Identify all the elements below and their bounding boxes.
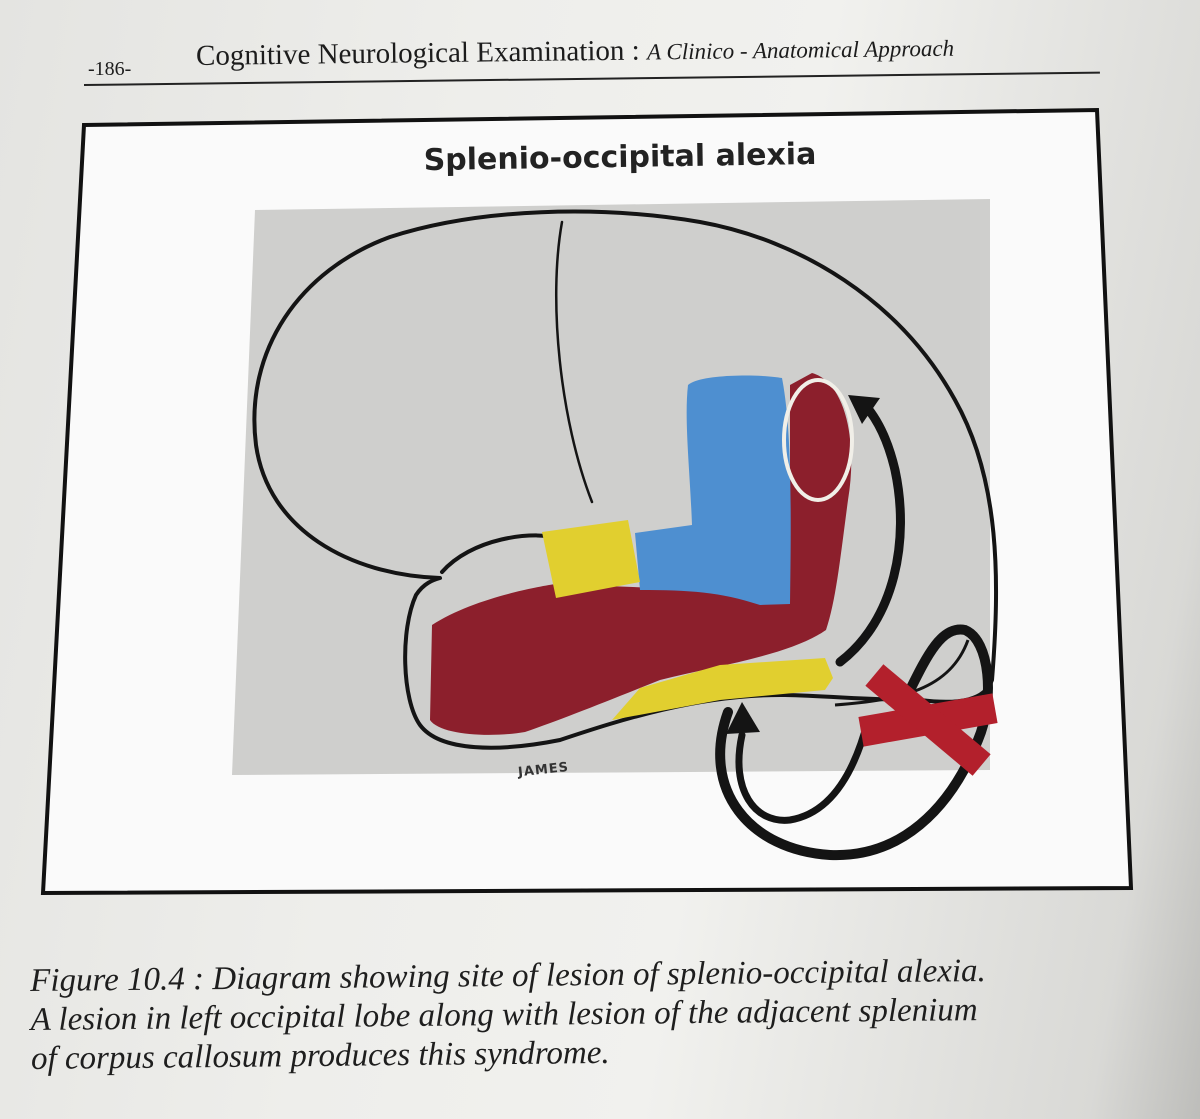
arrowhead-upper bbox=[848, 395, 880, 424]
lesion-site-circle bbox=[782, 378, 854, 502]
brain-outline bbox=[252, 209, 999, 750]
yellow-upper-region bbox=[542, 520, 640, 598]
figure-caption: Figure 10.4 : Diagram showing site of le… bbox=[30, 950, 1181, 1079]
blue-region bbox=[635, 375, 791, 605]
curved-arrow-inner bbox=[735, 716, 872, 824]
yellow-lower-region bbox=[612, 658, 833, 720]
artist-signature: JAMES bbox=[516, 760, 569, 780]
red-x-mark bbox=[858, 664, 998, 776]
red-lesion-region bbox=[430, 373, 852, 735]
curved-arrow-lower bbox=[715, 624, 993, 861]
occipital-inner-line bbox=[834, 639, 970, 707]
curved-arrow-upper bbox=[835, 400, 905, 667]
arrowhead-lower bbox=[726, 702, 760, 734]
central-sulcus bbox=[554, 220, 594, 504]
page-number: -186- bbox=[88, 58, 132, 80]
